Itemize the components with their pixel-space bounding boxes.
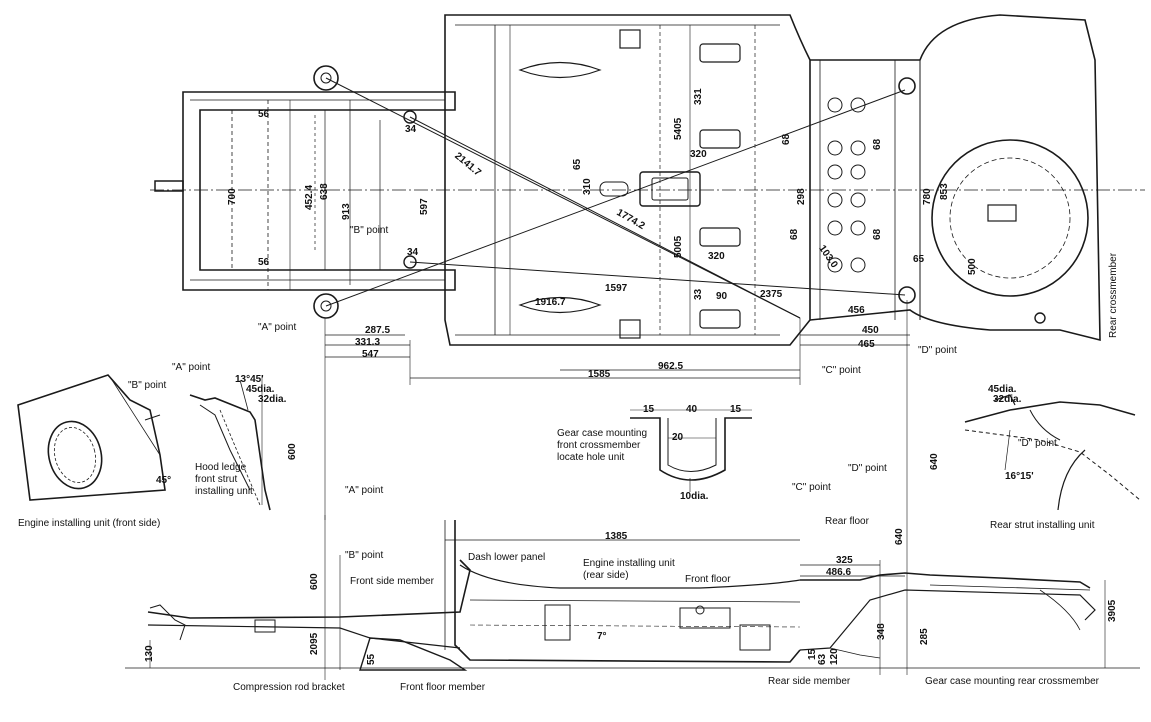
dim-33: 33 <box>693 288 704 300</box>
dim-65: 65 <box>572 158 583 170</box>
dim-45-deg: 45° <box>156 475 172 486</box>
engine-front-detail <box>17 374 166 501</box>
front-floor-label: Front floor <box>685 574 731 585</box>
dim-600-detail: 600 <box>287 443 298 460</box>
dim-15-left: 15 <box>643 404 655 415</box>
dim-68-a: 68 <box>781 133 792 145</box>
dim-1385: 1385 <box>605 531 628 542</box>
a-point-label-side: "A" point <box>345 485 384 496</box>
rear-side-member-label: Rear side member <box>768 676 851 687</box>
dim-16-15: 16°15' <box>1005 471 1034 482</box>
dim-1597: 1597 <box>605 283 628 294</box>
dim-452-4: 452.4 <box>304 184 315 210</box>
dim-7-deg: 7° <box>597 631 607 642</box>
d-point-label-top: "D" point <box>918 345 957 356</box>
dim-32dia: 32dia. <box>258 394 287 405</box>
c-point-label-side: "C" point <box>792 482 831 493</box>
front-side-member-label: Front side member <box>350 576 434 587</box>
dim-320-bottom: 320 <box>708 251 725 262</box>
dim-600-side: 600 <box>309 573 320 590</box>
a-point-label-detail: "A" point <box>172 362 211 373</box>
dim-45dia-rear: 45dia. <box>988 384 1017 395</box>
dim-325: 325 <box>836 555 853 566</box>
engine-rear-label: Engine installing unit (rear side) <box>583 558 675 581</box>
dim-3905: 3905 <box>1107 599 1118 622</box>
dim-32dia-rear: 32dia. <box>993 394 1022 405</box>
d-point-label-side: "D" point <box>848 463 887 474</box>
dim-331-3: 331.3 <box>355 337 381 348</box>
dim-68-d: 68 <box>872 228 883 240</box>
compression-rod-label: Compression rod bracket <box>233 682 345 693</box>
dim-298: 298 <box>796 188 807 205</box>
dim-68-c: 68 <box>872 138 883 150</box>
dim-638: 638 <box>319 183 330 200</box>
b-point-label-top: "B" point <box>350 225 389 236</box>
dim-465: 465 <box>858 339 875 350</box>
dim-285: 285 <box>919 628 930 645</box>
dim-34-top: 34 <box>405 124 417 135</box>
front-floor-member-label: Front floor member <box>400 682 486 693</box>
c-point-label-top: "C" point <box>822 365 861 376</box>
gear-case-front-detail <box>630 409 752 492</box>
dim-962-5: 962.5 <box>658 361 684 372</box>
b-point-label-side: "B" point <box>345 550 384 561</box>
dim-2375: 2375 <box>760 289 783 300</box>
dim-56-bottom: 56 <box>258 257 270 268</box>
dim-55: 55 <box>366 653 377 665</box>
dim-853: 853 <box>939 183 950 200</box>
dim-1585: 1585 <box>588 369 611 380</box>
gear-case-front-label: Gear case mounting front crossmember loc… <box>557 428 648 463</box>
dim-40: 40 <box>686 404 698 415</box>
dim-780: 780 <box>922 188 933 205</box>
dim-700: 700 <box>227 188 238 205</box>
rear-crossmember-label: Rear crossmember <box>1108 252 1119 338</box>
dim-456: 456 <box>848 305 865 316</box>
dash-lower-panel-label: Dash lower panel <box>468 552 546 563</box>
d-point-label-detail: "D" point <box>1018 438 1057 449</box>
dim-5405: 5405 <box>673 117 684 140</box>
rear-floor-label: Rear floor <box>825 516 869 527</box>
dim-320-top: 320 <box>690 149 707 160</box>
dim-640-detail: 640 <box>929 453 940 470</box>
dim-287-5: 287.5 <box>365 325 391 336</box>
dim-120: 120 <box>829 648 840 665</box>
dim-63: 63 <box>817 653 828 665</box>
dim-34-bottom: 34 <box>407 247 419 258</box>
dim-331: 331 <box>693 88 704 105</box>
dim-348: 348 <box>876 623 887 640</box>
dim-547: 547 <box>362 349 379 360</box>
top-plan-view <box>150 14 1145 520</box>
rear-strut-detail <box>964 394 1141 511</box>
dim-90: 90 <box>716 291 728 302</box>
dim-2095: 2095 <box>309 632 320 655</box>
dim-913: 913 <box>341 203 352 220</box>
dim-68-b: 68 <box>789 228 800 240</box>
dim-130: 130 <box>144 645 155 662</box>
rear-strut-caption: Rear strut installing unit <box>990 520 1095 531</box>
a-point-label-top: "A" point <box>258 322 297 333</box>
dim-45dia: 45dia. <box>246 384 275 395</box>
dim-450: 450 <box>862 325 879 336</box>
gear-case-rear-label: Gear case mounting rear crossmember <box>925 676 1099 687</box>
dim-5005: 5005 <box>673 235 684 258</box>
dim-1916-7: 1916.7 <box>535 297 566 308</box>
b-point-label-detail: "B" point <box>128 380 167 391</box>
dim-500: 500 <box>967 258 978 275</box>
hood-ledge-detail <box>189 375 271 511</box>
side-view <box>125 505 1140 680</box>
dim-13-45: 13°45' <box>235 374 264 385</box>
dim-20: 20 <box>672 432 684 443</box>
hood-ledge-label: Hood ledge front strut installing unit <box>195 462 253 497</box>
dim-10dia: 10dia. <box>680 491 709 502</box>
dim-640-side: 640 <box>894 528 905 545</box>
dim-310: 310 <box>582 178 593 195</box>
dim-15-right: 15 <box>730 404 742 415</box>
dim-65-rear: 65 <box>913 254 925 265</box>
dim-486-6: 486.6 <box>826 567 852 578</box>
dim-56-top: 56 <box>258 109 270 120</box>
dim-597: 597 <box>419 198 430 215</box>
engine-front-caption: Engine installing unit (front side) <box>18 518 161 529</box>
